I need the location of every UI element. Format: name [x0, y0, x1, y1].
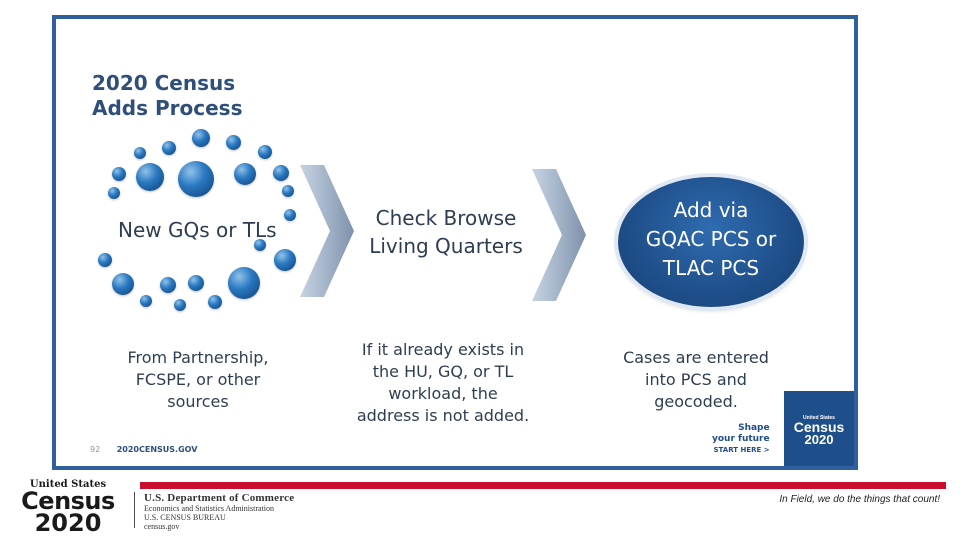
bubble: [192, 129, 210, 147]
note-line: FCSPE, or other: [108, 369, 288, 391]
step2-note: If it already exists in the HU, GQ, or T…: [348, 339, 538, 427]
dept-line-2: Economics and Statistics Administration: [144, 504, 294, 513]
logo-year-text: 2020: [8, 512, 128, 534]
bubble: [134, 147, 146, 159]
bubble: [174, 299, 186, 311]
bubble: [112, 167, 126, 181]
note-line: the HU, GQ, or TL: [348, 361, 538, 383]
chevron-right-icon: [532, 169, 588, 301]
note-line: into PCS and: [606, 369, 786, 391]
step2-line-2: Living Quarters: [356, 232, 536, 260]
bubble: [98, 253, 112, 267]
bubble: [282, 185, 294, 197]
census-badge-logo: United States Census 2020: [784, 391, 854, 466]
department-block: U.S. Department of Commerce Economics an…: [144, 492, 294, 531]
bubble: [208, 295, 222, 309]
step2-label: Check Browse Living Quarters: [356, 204, 536, 260]
bubble: [234, 163, 256, 185]
dept-line-3: U.S. CENSUS BUREAU: [144, 513, 294, 522]
census-2020-logo: United States Census 2020: [8, 480, 128, 536]
bubble: [188, 275, 204, 291]
slide-frame: 2020 Census Adds Process: [52, 15, 858, 470]
note-line: address is not added.: [348, 405, 538, 427]
bubble: [136, 163, 164, 191]
step2-line-1: Check Browse: [356, 204, 536, 232]
bubble: [112, 273, 134, 295]
shape-line-1: Shape: [712, 423, 770, 434]
bubble: [228, 267, 260, 299]
bubble: [274, 249, 296, 271]
bubble: [140, 295, 152, 307]
shape-line-2: your future: [712, 434, 770, 445]
title-line-2: Adds Process: [92, 96, 242, 121]
bubble: [226, 135, 241, 150]
bubble: [284, 209, 296, 221]
bubble: [160, 277, 176, 293]
note-line: Cases are entered: [606, 347, 786, 369]
logo-separator: [134, 492, 135, 528]
footer-tagline: In Field, we do the things that count!: [779, 494, 940, 505]
bubble: [108, 187, 120, 199]
step1-label: New GQs or TLs: [118, 218, 277, 242]
bubble: [273, 165, 289, 181]
note-line: From Partnership,: [108, 347, 288, 369]
step1-note: From Partnership, FCSPE, or other source…: [108, 347, 288, 413]
slide-footer: 92 2020CENSUS.GOV: [90, 445, 197, 454]
step3-note: Cases are entered into PCS and geocoded.: [606, 347, 786, 413]
slide-title: 2020 Census Adds Process: [92, 71, 242, 121]
slide: 2020 Census Adds Process: [56, 19, 854, 466]
step3-line-3: TLAC PCS: [618, 254, 804, 283]
step3-line-2: GQAC PCS or: [618, 225, 804, 254]
shape-your-future-text: Shape your future START HERE >: [712, 423, 770, 456]
footer-url: 2020CENSUS.GOV: [117, 445, 198, 454]
step3-label: Add via GQAC PCS or TLAC PCS: [618, 196, 804, 283]
note-line: If it already exists in: [348, 339, 538, 361]
bubble: [258, 145, 272, 159]
title-line-1: 2020 Census: [92, 71, 242, 96]
dept-line-4: census.gov: [144, 522, 294, 531]
note-line: geocoded.: [606, 391, 786, 413]
dept-line-1: U.S. Department of Commerce: [144, 492, 294, 504]
start-here-link[interactable]: START HERE >: [712, 445, 770, 456]
step3-line-1: Add via: [618, 196, 804, 225]
chevron-right-icon: [300, 165, 356, 297]
page-number: 92: [90, 445, 100, 454]
bubble: [178, 161, 214, 197]
badge-year-text: 2020: [784, 433, 854, 447]
bubble: [162, 141, 176, 155]
note-line: sources: [108, 391, 288, 413]
note-line: workload, the: [348, 383, 538, 405]
footer-divider: [140, 482, 946, 489]
